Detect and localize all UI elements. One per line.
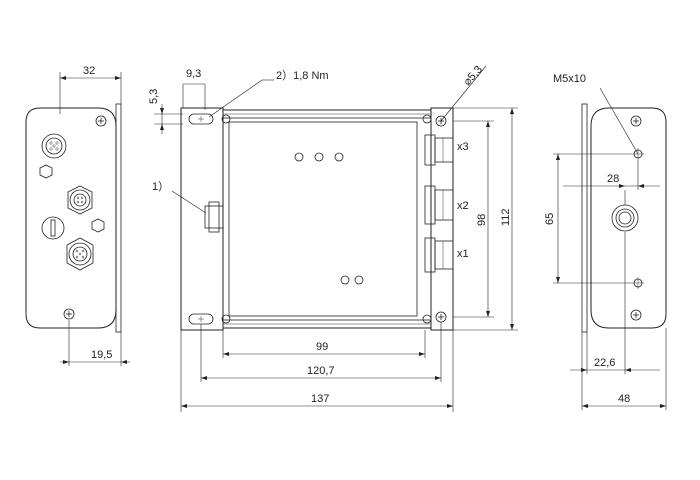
hex-nut-right [91, 218, 105, 233]
m12-connector-top [41, 133, 67, 159]
dim-inner-height: 98 [476, 214, 488, 226]
main-top-view: x3 x2 x1 9,3 5,3 2）1,8 Nm 1） ⌀5,3 98 112 [148, 64, 518, 412]
dim-hole-diameter: ⌀5,3 [461, 64, 485, 88]
screw-icon [221, 114, 432, 324]
note-1-callout: 1） [152, 180, 169, 193]
screw-callout: M5x10 [553, 73, 586, 85]
m12-connector-middle [67, 185, 93, 215]
screw-icon [63, 308, 75, 320]
dim-right-depth: 48 [618, 393, 630, 405]
connector-x1 [424, 237, 454, 273]
torque-callout: 2）1,8 Nm [276, 69, 329, 82]
dim-right-horizontal: 28 [607, 173, 619, 185]
slotted-hole-top [188, 113, 214, 125]
dim-right-vertical: 65 [544, 213, 556, 225]
dim-hole-size: 5,3 [148, 89, 160, 104]
port-label-x3: x3 [457, 141, 469, 153]
pressure-compensation-element-side [204, 201, 224, 233]
led-row-bottom [340, 275, 364, 285]
left-end-view: 32 19,5 [25, 65, 130, 366]
led-row-top [294, 152, 344, 162]
dim-left-offset: 19,5 [91, 349, 112, 361]
dim-right-offset: 22,6 [594, 357, 615, 369]
dim-hole-pitch: 120,7 [307, 365, 335, 377]
right-end-view: M5x10 28 65 22,6 48 [544, 73, 667, 410]
dim-hole-spacing: 9,3 [186, 68, 201, 80]
dim-inner-width: 99 [316, 341, 328, 353]
connector-x3 [424, 134, 454, 166]
dim-overall-width: 137 [311, 393, 329, 405]
screw-icon [95, 115, 107, 127]
pressure-compensation-element [41, 216, 65, 240]
m12-connector-bottom [66, 237, 94, 271]
hex-nut-left [39, 164, 53, 179]
dim-left-width: 32 [83, 65, 95, 77]
screw-icon [630, 115, 642, 321]
dim-overall-height: 112 [500, 208, 512, 226]
port-label-x1: x1 [457, 248, 469, 260]
mounting-hole-bottom [632, 277, 644, 289]
connector-x2 [424, 185, 454, 225]
port-label-x2: x2 [457, 200, 469, 212]
